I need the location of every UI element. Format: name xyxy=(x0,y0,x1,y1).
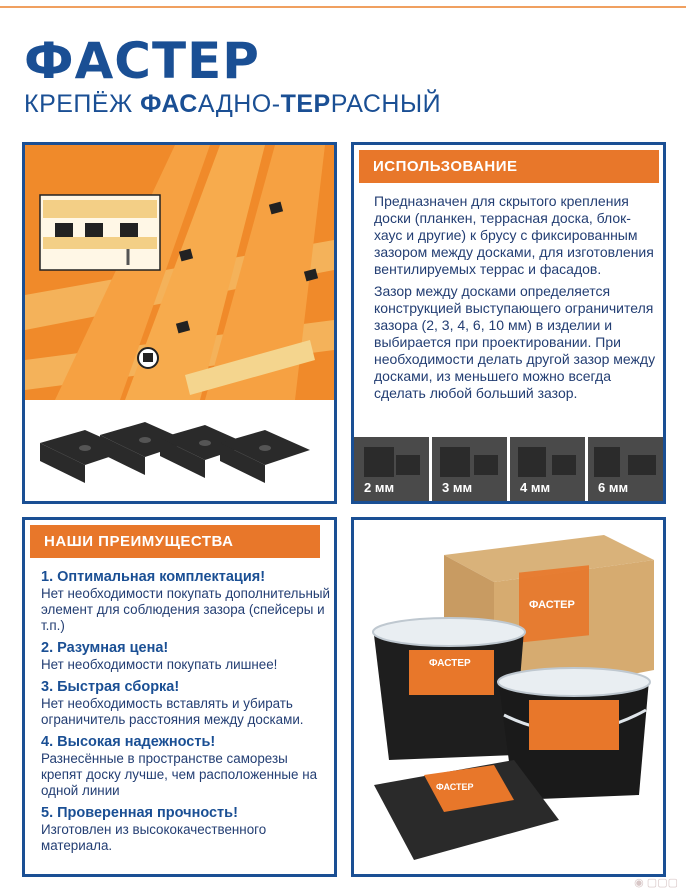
list-item: 5. Проверенная прочность! Изготовлен из … xyxy=(41,804,331,854)
clip-profile-icon xyxy=(588,437,663,501)
product-subtitle: КРЕПЁЖ ФАСАДНО-ТЕРРАСНЫЙ xyxy=(24,92,441,117)
list-item: 4. Высокая надежность! Разнесённые в про… xyxy=(41,733,331,799)
gap-label: 6 мм xyxy=(598,480,629,495)
gap-option-6mm: 6 мм xyxy=(588,437,663,501)
subtitle-suffix: РАСНЫЙ xyxy=(330,90,442,118)
advantage-text: Нет необходимость вставлять и убирать ог… xyxy=(41,696,304,727)
advantages-panel: НАШИ ПРЕИМУЩЕСТВА 1. Оптимальная комплек… xyxy=(22,517,337,877)
advantage-text: Разнесённые в пространстве саморезы креп… xyxy=(41,751,318,798)
advantage-text: Изготовлен из высококачественного матери… xyxy=(41,822,267,853)
gap-option-3mm: 3 мм xyxy=(432,437,507,501)
usage-paragraph-1: Предназначен для скрытого крепления доск… xyxy=(374,193,654,277)
usage-paragraph-2: Зазор между досками определяется констру… xyxy=(374,283,656,401)
subtitle-mid: АДНО- xyxy=(197,90,281,118)
clip-profile-icon xyxy=(510,437,585,501)
gap-label: 2 мм xyxy=(364,480,395,495)
advantage-title: 4. Высокая надежность! xyxy=(41,734,216,750)
advantage-title: 1. Оптимальная комплектация! xyxy=(41,569,266,585)
brand-title: ФАСТЕР xyxy=(24,32,260,90)
terrace-installation-illustration xyxy=(25,145,334,501)
usage-description: Предназначен для скрытого крепления доск… xyxy=(374,193,659,407)
advantage-title: 2. Разумная цена! xyxy=(41,640,169,656)
advantage-text: Нет необходимости покупать лишнее! xyxy=(41,657,278,672)
bucket-brand-label: ФАСТЕР xyxy=(429,658,471,669)
packaging-photo: ФАСТЕР ФАСТЕР ФАСТЕР xyxy=(354,520,663,874)
gap-label: 3 мм xyxy=(442,480,473,495)
list-item: 3. Быстрая сборка! Нет необходимость вст… xyxy=(41,678,331,728)
subtitle-bold-2: ТЕР xyxy=(280,90,331,118)
subtitle-bold-1: ФАС xyxy=(140,90,198,118)
usage-panel: ИСПОЛЬЗОВАНИЕ Предназначен для скрытого … xyxy=(351,142,666,504)
advantages-heading: НАШИ ПРЕИМУЩЕСТВА xyxy=(30,525,320,558)
advantage-text: Нет необходимости покупать дополнительны… xyxy=(41,586,330,633)
box-brand-label: ФАСТЕР xyxy=(529,599,575,611)
watermark-logo: ◉ ▢▢▢ xyxy=(634,877,678,889)
clip-profile-icon xyxy=(354,437,429,501)
gap-option-2mm: 2 мм xyxy=(354,437,429,501)
advantage-title: 3. Быстрая сборка! xyxy=(41,679,180,695)
advantage-title: 5. Проверенная прочность! xyxy=(41,805,238,821)
advantages-list: 1. Оптимальная комплектация! Нет необход… xyxy=(41,568,331,859)
bag-brand-label: ФАСТЕР xyxy=(436,782,474,792)
gap-size-strip: 2 мм 3 мм 4 мм 6 мм xyxy=(354,437,663,501)
list-item: 2. Разумная цена! Нет необходимости поку… xyxy=(41,639,331,673)
installation-illustration-panel xyxy=(22,142,337,504)
gap-label: 4 мм xyxy=(520,480,551,495)
product-packaging-panel: ФАСТЕР ФАСТЕР ФАСТЕР xyxy=(351,517,666,877)
subtitle-prefix: КРЕПЁЖ xyxy=(24,90,141,118)
clip-profile-icon xyxy=(432,437,507,501)
list-item: 1. Оптимальная комплектация! Нет необход… xyxy=(41,568,331,634)
usage-heading: ИСПОЛЬЗОВАНИЕ xyxy=(359,150,659,183)
top-divider xyxy=(0,6,686,8)
gap-option-4mm: 4 мм xyxy=(510,437,585,501)
